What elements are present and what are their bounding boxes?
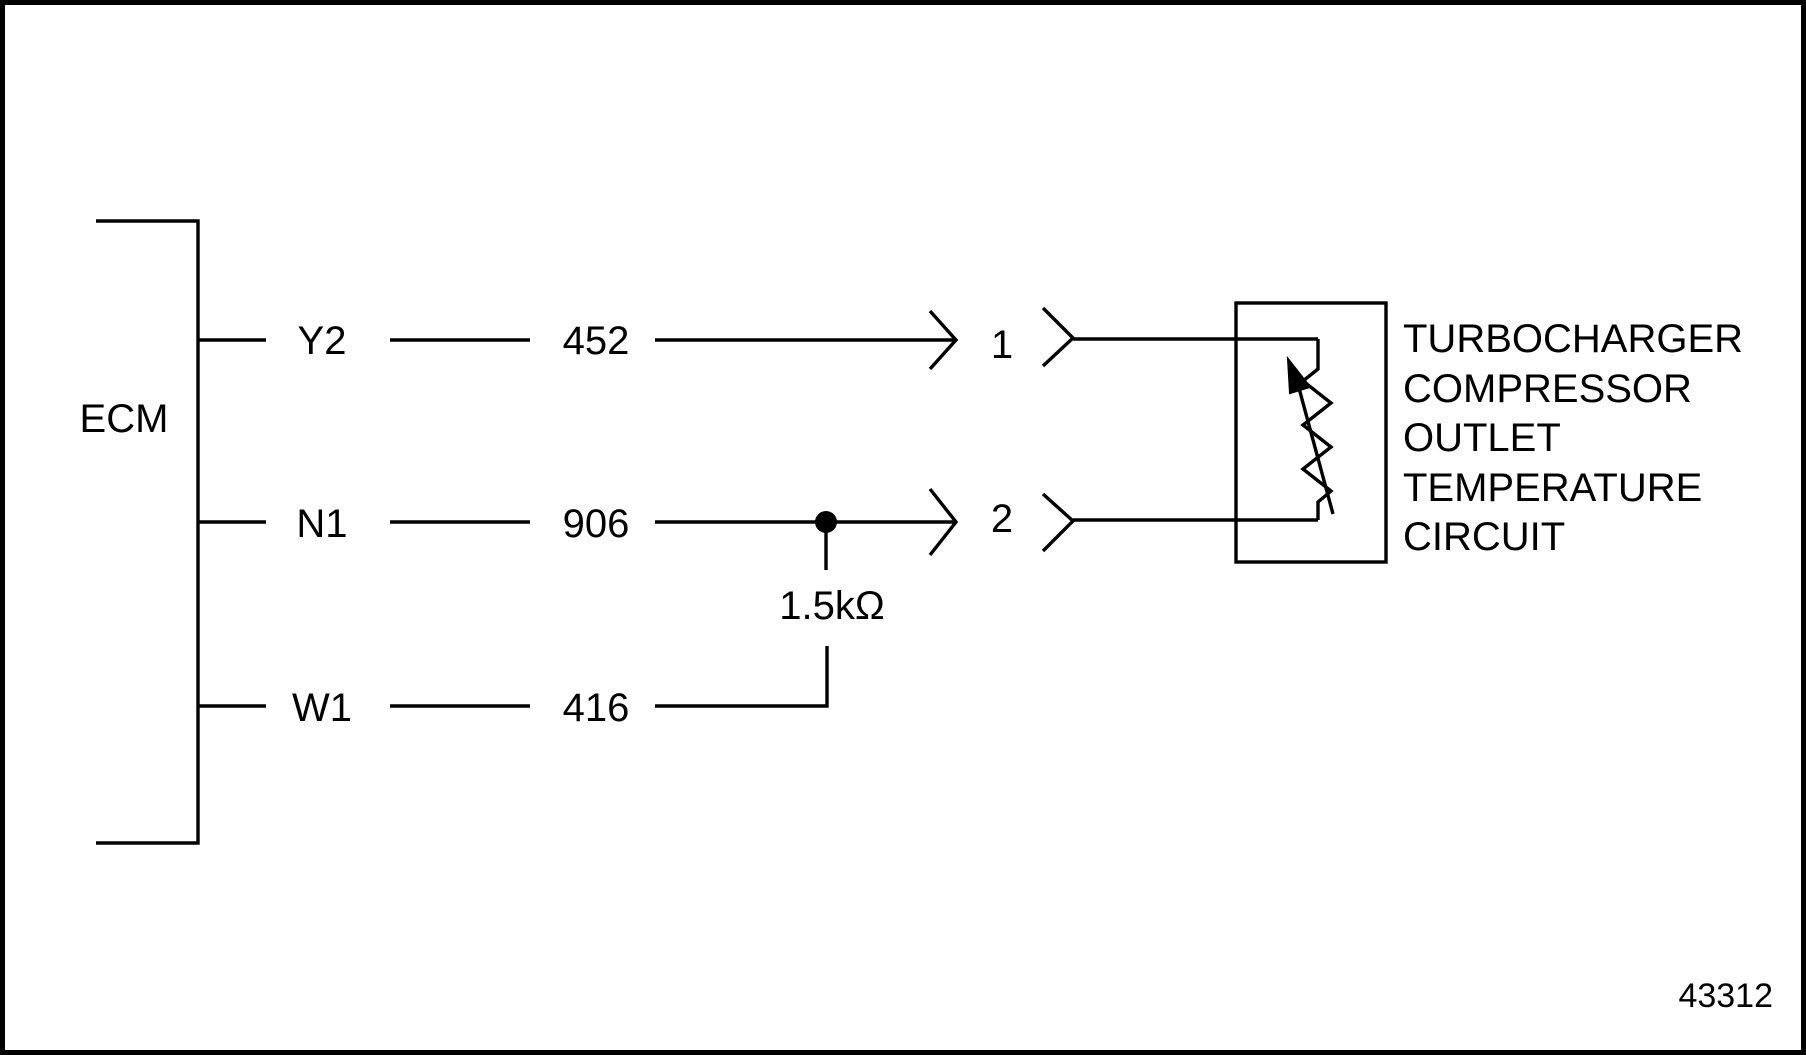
thermistor-zigzag (1300, 339, 1334, 520)
wire-number-906: 906 (563, 502, 630, 546)
pin-label-w1: W1 (292, 686, 352, 730)
resistor-value-label: 1.5kΩ (779, 584, 885, 628)
wire-number-452: 452 (563, 319, 630, 363)
pullup-resistor: 1.5kΩ (779, 522, 885, 628)
sensor-housing (1234, 301, 1388, 564)
thermistor-arrow-shaft (1294, 376, 1335, 515)
sensor-label-line-3: OUTLET (1403, 416, 1561, 460)
pin-label-n1: N1 (296, 502, 347, 546)
sensor-label: TURBOCHARGER COMPRESSOR OUTLET TEMPERATU… (1403, 317, 1743, 559)
sensor-label-line-5: CIRCUIT (1403, 515, 1565, 559)
terminal-number-2: 2 (991, 497, 1013, 541)
circuit-row-y2: Y2 452 (198, 309, 959, 371)
sensor-label-line-2: COMPRESSOR (1403, 367, 1692, 411)
ecm-module: ECM (80, 219, 200, 845)
thermistor-arrow-head (1286, 355, 1312, 395)
ecm-label: ECM (80, 397, 169, 441)
turbo-outlet-temp-sensor (1073, 301, 1388, 564)
connector-arrow-male-2 (928, 487, 959, 557)
wire-number-416: 416 (563, 686, 630, 730)
circuit-row-n1: N1 906 (198, 487, 959, 557)
figure-number: 43312 (1678, 977, 1773, 1015)
wire-segment-w1-b (655, 646, 829, 708)
sensor-label-line-4: TEMPERATURE (1403, 466, 1702, 510)
circuit-row-w1: W1 416 (198, 646, 829, 730)
connector-arrow-male-1 (928, 309, 959, 371)
pin-label-y2: Y2 (298, 319, 347, 363)
ecm-bracket (96, 219, 200, 845)
sensor-label-line-1: TURBOCHARGER (1403, 317, 1743, 361)
terminal-number-1: 1 (991, 323, 1013, 367)
